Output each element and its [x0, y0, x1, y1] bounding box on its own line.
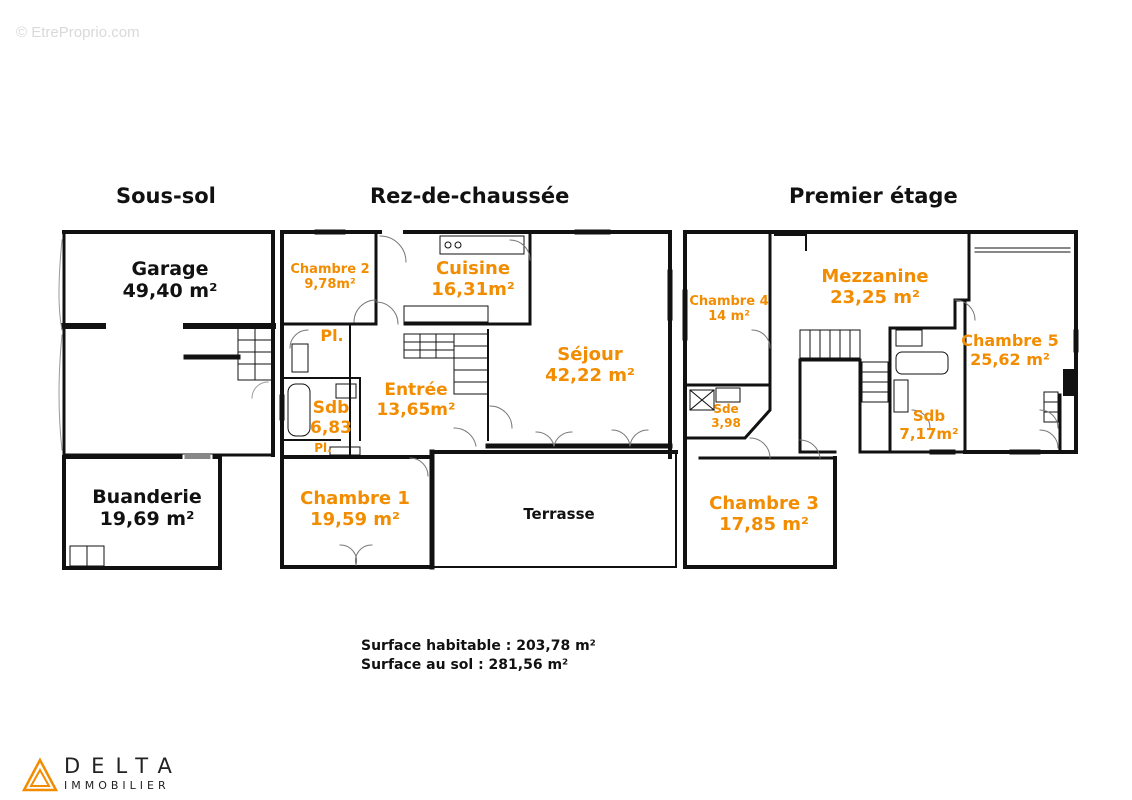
room-placard-1-name: Pl. — [320, 326, 344, 345]
room-chambre-2: Chambre 2 9,78m² — [284, 262, 376, 293]
logo-word: DELTA — [64, 754, 183, 778]
room-chambre-2-name: Chambre 2 — [290, 262, 370, 277]
ground-floor-doors — [289, 235, 649, 566]
room-chambre-5-name: Chambre 5 — [961, 331, 1059, 350]
surface-habitable: Surface habitable : 203,78 m² — [361, 638, 596, 654]
room-chambre-4: Chambre 4 14 m² — [686, 294, 772, 325]
room-chambre-5: Chambre 5 25,62 m² — [956, 331, 1064, 370]
room-sdb-rdc: Sdb 6,83 — [306, 398, 356, 438]
logo-triangle-icon — [21, 757, 59, 792]
room-terrasse: Terrasse — [500, 505, 618, 524]
room-sde: Sde 3,98 — [700, 402, 752, 430]
room-chambre-2-area: 9,78m² — [304, 277, 356, 293]
room-garage: Garage 49,40 m² — [100, 258, 240, 303]
section-title-basement: Sous-sol — [116, 184, 216, 208]
room-chambre-1: Chambre 1 19,59 m² — [292, 488, 418, 530]
room-buanderie: Buanderie 19,69 m² — [72, 486, 222, 531]
room-entree-name: Entrée — [384, 380, 448, 400]
room-sdb-rdc-name: Sdb — [312, 398, 350, 418]
room-chambre-4-name: Chambre 4 — [689, 294, 769, 309]
ground-floor-windows — [279, 229, 673, 526]
room-placard-2-name: Pl. — [314, 441, 332, 455]
room-sdb-etage-name: Sdb — [912, 407, 946, 425]
room-mezzanine-name: Mezzanine — [821, 266, 929, 287]
room-sejour-name: Séjour — [557, 344, 623, 365]
room-chambre-4-area: 14 m² — [708, 309, 750, 325]
basement-stairs — [237, 327, 273, 399]
room-garage-area: 49,40 m² — [122, 280, 218, 303]
room-buanderie-name: Buanderie — [92, 486, 202, 508]
ground-floor-outline — [280, 230, 678, 570]
first-floor-doors — [749, 299, 1059, 459]
watermark: © EtreProprio.com — [16, 24, 140, 41]
room-chambre-1-area: 19,59 m² — [310, 509, 400, 531]
room-sde-area: 3,98 — [711, 416, 741, 431]
ground-floor-fixtures — [287, 235, 525, 456]
room-placard-2: Pl. — [306, 441, 340, 455]
room-entree-area: 13,65m² — [376, 400, 456, 421]
room-chambre-1-name: Chambre 1 — [300, 488, 410, 509]
room-sejour-area: 42,22 m² — [545, 365, 635, 387]
room-sdb-rdc-area: 6,83 — [310, 418, 352, 439]
first-floor-windows — [682, 247, 1079, 455]
room-terrasse-name: Terrasse — [523, 505, 595, 523]
logo-sub: IMMOBILIER — [64, 779, 170, 792]
surface-sol: Surface au sol : 281,56 m² — [361, 657, 569, 673]
room-sejour: Séjour 42,22 m² — [530, 344, 650, 386]
room-buanderie-area: 19,69 m² — [99, 508, 195, 531]
room-chambre-5-area: 25,62 m² — [970, 349, 1050, 369]
room-garage-name: Garage — [131, 258, 209, 280]
buanderie-walls — [62, 454, 222, 570]
room-chambre-3: Chambre 3 17,85 m² — [696, 493, 832, 535]
room-sdb-etage: Sdb 7,17m² — [892, 407, 966, 443]
room-chambre-3-name: Chambre 3 — [709, 493, 819, 514]
room-placard-1: Pl. — [312, 326, 352, 346]
section-title-first-floor: Premier étage — [789, 184, 958, 208]
room-cuisine-area: 16,31m² — [431, 279, 515, 301]
room-mezzanine-area: 23,25 m² — [830, 287, 920, 309]
room-sde-name: Sde — [713, 402, 739, 416]
room-cuisine: Cuisine 16,31m² — [410, 258, 536, 300]
room-sdb-etage-area: 7,17m² — [899, 424, 959, 443]
garage-door-left — [58, 239, 63, 451]
room-cuisine-name: Cuisine — [435, 258, 511, 279]
room-chambre-3-area: 17,85 m² — [719, 514, 809, 536]
room-entree: Entrée 13,65m² — [364, 380, 468, 420]
section-title-ground-floor: Rez-de-chaussée — [370, 184, 570, 208]
first-floor-fixtures — [689, 329, 1059, 423]
room-mezzanine: Mezzanine 23,25 m² — [808, 266, 942, 308]
